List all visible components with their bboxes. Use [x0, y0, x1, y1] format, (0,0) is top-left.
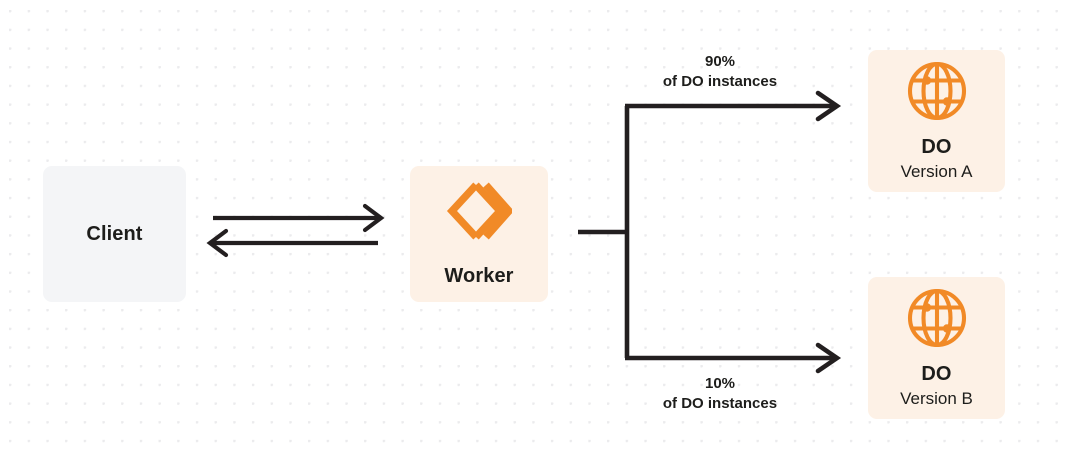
- node-do-version-a[interactable]: DO Version A: [868, 50, 1005, 192]
- node-do-version-b[interactable]: DO Version B: [868, 277, 1005, 419]
- node-do-a-sublabel: Version A: [900, 161, 973, 181]
- node-worker-label: Worker: [444, 265, 514, 287]
- cloudflare-workers-icon: [446, 180, 514, 242]
- edge-label-do-b-text: of DO instances: [662, 394, 778, 412]
- arrow-worker-to-do-b: [625, 342, 842, 374]
- edge-label-do-a-percent: 90%: [704, 53, 736, 70]
- node-worker[interactable]: Worker: [410, 166, 548, 302]
- node-do-a-label: DO: [921, 135, 952, 158]
- node-client-label: Client: [86, 223, 143, 245]
- node-client[interactable]: Client: [43, 166, 186, 302]
- node-do-b-sublabel: Version B: [900, 388, 973, 408]
- durable-object-globe-icon: [906, 287, 968, 349]
- durable-object-globe-icon: [906, 60, 968, 122]
- edge-label-do-a-text: of DO instances: [662, 72, 778, 90]
- arrow-client-to-worker: [213, 203, 385, 233]
- branch-trunk: [578, 106, 630, 358]
- arrow-worker-to-client: [206, 228, 378, 258]
- node-do-b-label: DO: [921, 362, 952, 385]
- edge-label-do-b-percent: 10%: [704, 375, 736, 392]
- edge-label-do-b: 10% of DO instances: [630, 374, 810, 414]
- arrow-worker-to-do-a: [625, 90, 842, 122]
- edge-label-do-a: 90% of DO instances: [630, 52, 810, 92]
